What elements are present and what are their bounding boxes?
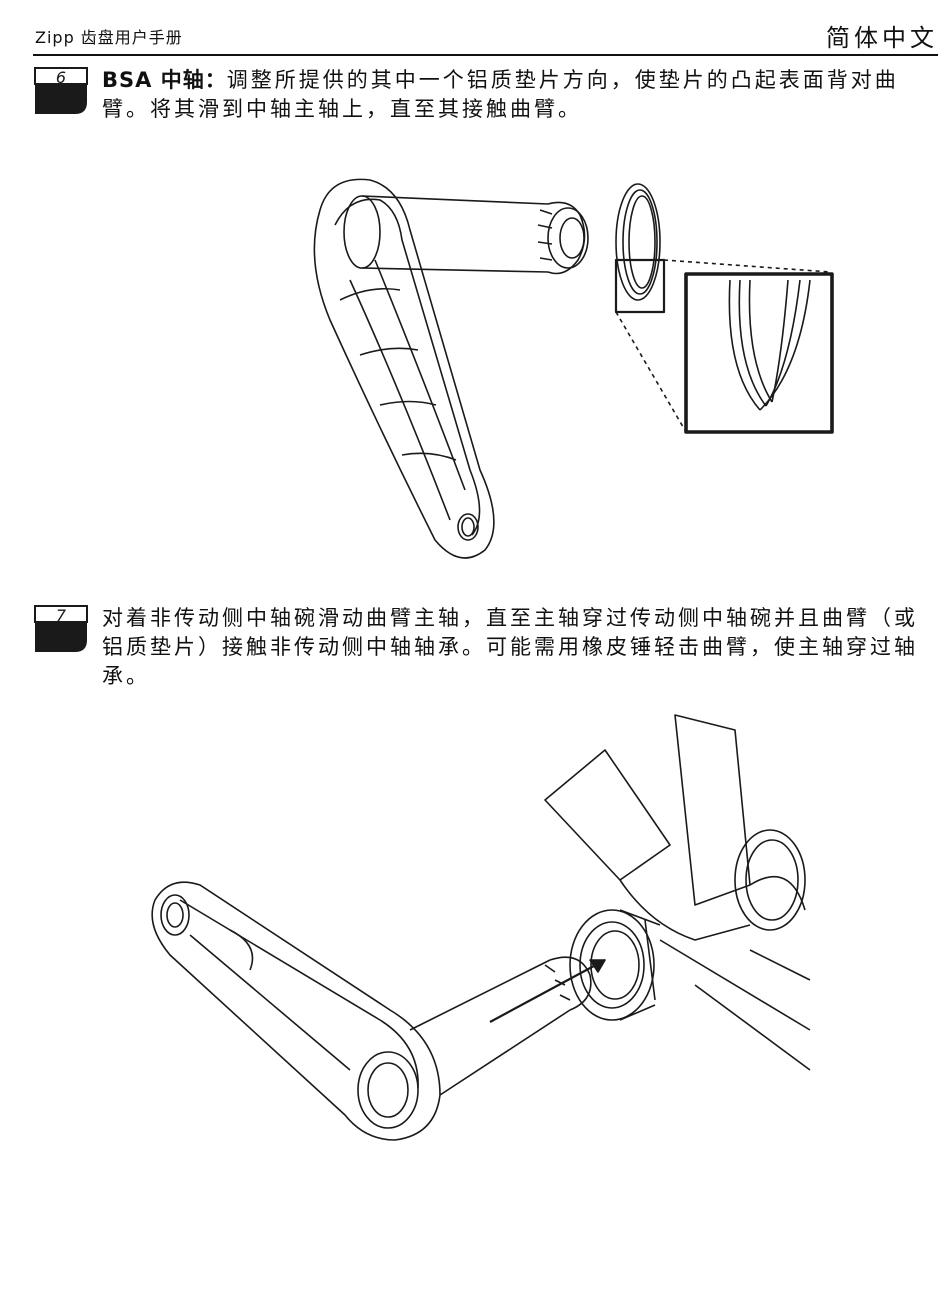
page-header: Zipp 齿盘用户手册 简体中文 (33, 14, 938, 56)
crank-bottom-bracket-illustration (150, 710, 820, 1150)
step-6-number: 6 (56, 68, 66, 87)
language-label: 简体中文 (826, 18, 938, 53)
step-7-badge: 7 (33, 604, 89, 654)
crank-spacer-illustration (290, 170, 850, 570)
step-6-title: BSA 中轴： (102, 68, 227, 92)
step-7-text: 对着非传动侧中轴碗滑动曲臂主轴，直至主轴穿过传动侧中轴碗并且曲臂（或铝质垫片）接… (102, 604, 932, 691)
step-6-badge: 6 (33, 66, 89, 116)
step-7-body: 对着非传动侧中轴碗滑动曲臂主轴，直至主轴穿过传动侧中轴碗并且曲臂（或铝质垫片）接… (102, 606, 918, 688)
step-6-text: BSA 中轴：调整所提供的其中一个铝质垫片方向，使垫片的凸起表面背对曲臂。将其滑… (102, 66, 922, 124)
step-7-number: 7 (56, 606, 67, 625)
manual-title: Zipp 齿盘用户手册 (35, 24, 183, 48)
